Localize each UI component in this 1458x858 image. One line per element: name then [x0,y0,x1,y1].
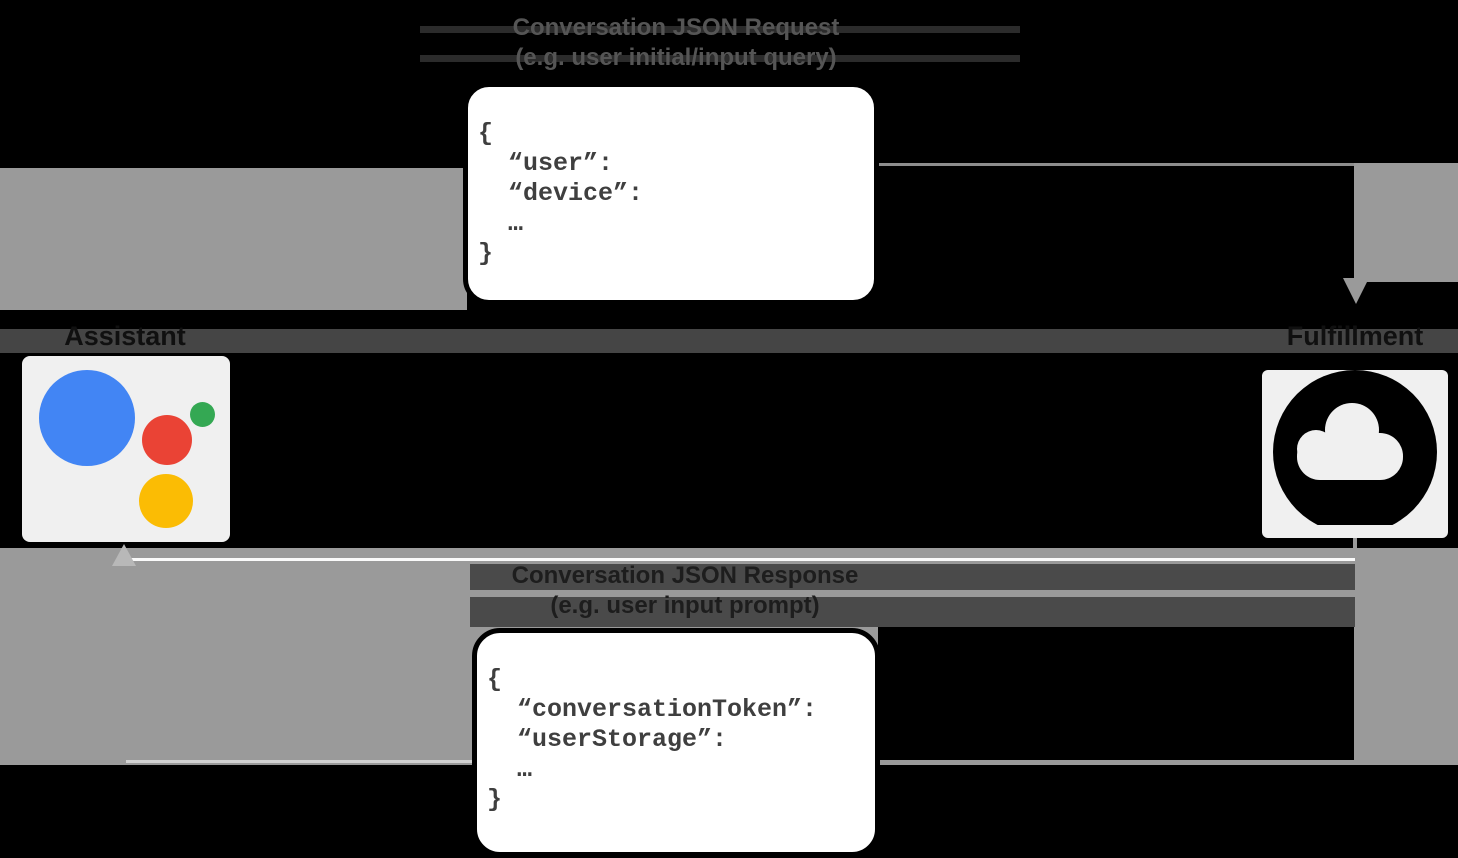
code-line: } [487,785,503,814]
response-arrow-start [1353,538,1357,548]
assistant-label: Assistant [64,321,186,351]
cloud-fulfillment-icon [1262,370,1448,538]
request-arrowhead-icon [1343,278,1369,304]
request-title: Conversation JSON Request (e.g. user ini… [376,13,976,73]
assistant-yellow-dot [139,474,193,528]
response-title-line2: (e.g. user input prompt) [550,592,820,619]
cloud-icon [1273,370,1437,525]
request-json-box: { “user”: “device”: … } [463,82,879,305]
code-line: “conversationToken”: [487,695,818,724]
code-line: “device”: [478,179,644,208]
request-title-line2: (e.g. user initial/input query) [515,44,837,71]
fulfillment-label: Fulfillment [1286,321,1424,351]
response-arrow-line [873,760,1354,763]
request-arrow-band [0,168,467,310]
glitch-stripe [420,55,1020,62]
assistant-red-dot [142,415,192,465]
code-line: “userStorage”: [487,725,728,754]
background-gap [878,627,1354,760]
request-arrow-line [872,163,1354,166]
glitch-stripe [420,26,1020,33]
code-line: { [487,665,503,694]
request-arrow-corner [1354,163,1458,282]
response-title-line1: Conversation JSON Response [511,562,859,589]
code-line: } [478,239,494,268]
code-line: { [478,119,494,148]
code-line: “user”: [478,149,614,178]
response-title: Conversation JSON Response (e.g. user in… [385,561,985,621]
assistant-green-dot [190,402,215,427]
glitch-line [118,558,1355,561]
response-arrowhead-icon [112,544,136,566]
google-assistant-icon [22,356,230,542]
code-line: … [487,755,533,784]
response-arrow-line [126,760,473,763]
response-json-box: { “conversationToken”: “userStorage”: … … [472,628,880,857]
glitch-stripe [470,597,1355,627]
assistant-blue-dot [39,370,135,466]
code-line: … [478,209,524,238]
label-band [0,329,1458,353]
glitch-stripe [470,564,1355,590]
request-title-line1: Conversation JSON Request [512,14,840,41]
